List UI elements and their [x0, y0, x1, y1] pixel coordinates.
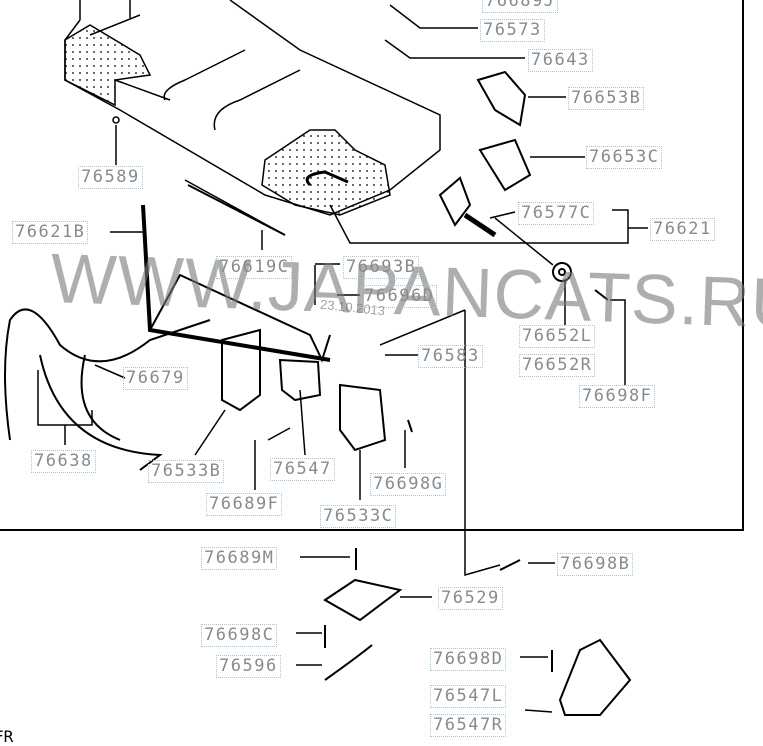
direction-mark: FR — [0, 727, 14, 746]
part-label[interactable]: 76693B — [343, 256, 420, 279]
diagram-frame — [0, 0, 744, 531]
part-label[interactable]: 76577C — [518, 202, 595, 225]
part-label[interactable]: 76698C — [201, 624, 278, 647]
part-label[interactable]: 76696D — [361, 285, 438, 308]
part-label[interactable]: 76583 — [418, 345, 483, 368]
part-label[interactable]: 76679 — [123, 367, 188, 390]
part-label[interactable]: 76643 — [528, 49, 593, 72]
part-label[interactable]: 76689F — [206, 493, 283, 516]
part-label[interactable]: 76596 — [216, 655, 281, 678]
parts — [4, 70, 632, 716]
part-label[interactable]: 76652L — [519, 325, 596, 348]
part-label[interactable]: 76689J — [482, 0, 559, 13]
part-label[interactable]: 76698D — [430, 648, 507, 671]
part-label[interactable]: 76533C — [320, 505, 397, 528]
part-label[interactable]: 76638 — [31, 450, 96, 473]
leader-lines — [37, 4, 648, 713]
part-label[interactable]: 76547R — [430, 714, 507, 737]
part-label[interactable]: 76652R — [519, 354, 596, 377]
part-label[interactable]: 76698F — [579, 385, 656, 408]
part-label[interactable]: 76698B — [557, 553, 634, 576]
part-label[interactable]: 76653C — [586, 146, 663, 169]
part-label[interactable]: 76621B — [12, 221, 89, 244]
part-label[interactable]: 76619C — [216, 256, 293, 279]
part-label[interactable]: 76547L — [430, 685, 507, 708]
part-label[interactable]: 76573 — [480, 19, 545, 42]
part-label[interactable]: 76589 — [78, 166, 143, 189]
part-label[interactable]: 76547 — [270, 458, 335, 481]
part-label[interactable]: 76653B — [568, 87, 645, 110]
part-label[interactable]: 76689M — [201, 547, 278, 570]
seat-cushion — [64, 0, 441, 216]
part-label[interactable]: 76529 — [438, 587, 503, 610]
part-label[interactable]: 76621 — [650, 218, 715, 241]
part-label[interactable]: 76698G — [370, 473, 447, 496]
part-label[interactable]: 76533B — [148, 460, 225, 483]
